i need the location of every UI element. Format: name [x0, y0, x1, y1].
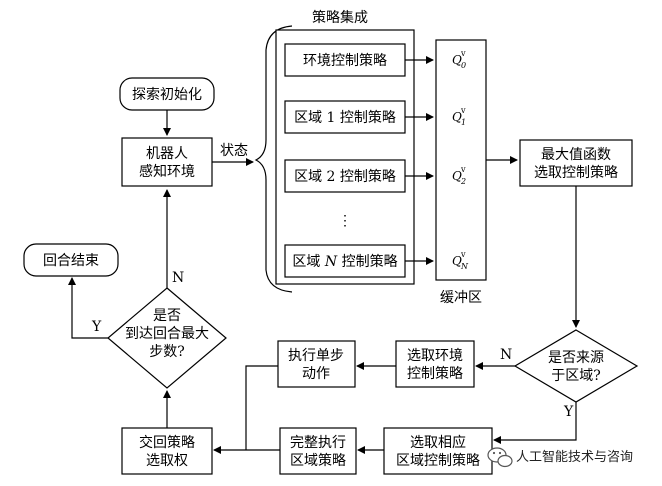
full-exec-box — [279, 427, 357, 475]
svg-text:Q: Q — [452, 254, 462, 268]
svg-text:N: N — [460, 262, 469, 271]
svg-text:2: 2 — [460, 177, 466, 186]
decision-reach-max-line-3: 步数? — [149, 344, 185, 360]
episode-end-label: 回合结束 — [43, 253, 99, 269]
svg-text:Q: Q — [452, 169, 462, 183]
buffer-label: 缓冲区 — [440, 290, 482, 306]
decision-from-region-line-2: 于区域? — [551, 368, 601, 384]
svg-text:1: 1 — [461, 118, 466, 127]
decision-from-region — [513, 329, 639, 403]
strategy-ellipsis: ⋮ — [338, 213, 352, 229]
select-env-line-1: 选取环境 — [407, 348, 463, 364]
q-label-0: Q v 0 — [452, 49, 466, 70]
return-control-box — [121, 427, 213, 475]
max-value-line-2: 选取控制策略 — [534, 164, 618, 181]
state-label: 状态 — [220, 143, 248, 159]
robot-sense-line-1: 机器人 — [146, 146, 188, 162]
strategy-group-brace — [254, 25, 293, 293]
no-label-region: N — [500, 347, 512, 363]
watermark: 人工智能技术与咨询 — [487, 447, 633, 468]
watermark-text: 人工智能技术与咨询 — [516, 450, 633, 465]
q-label-n: Q v N — [452, 250, 469, 271]
svg-text:v: v — [460, 165, 466, 174]
svg-text:Q: Q — [452, 110, 462, 124]
full-exec-line-1: 完整执行 — [290, 435, 346, 451]
svg-text:v: v — [460, 49, 466, 58]
buffer-box — [435, 39, 487, 281]
strategy-label-env: 环境控制策略 — [303, 52, 387, 69]
strategy-group-title: 策略集成 — [312, 9, 368, 26]
q-label-2: Q v 2 — [452, 165, 466, 186]
wechat-icon — [487, 447, 513, 468]
strategy-label-region-1: 区域 1 控制策略 — [294, 109, 396, 126]
strategy-label-region-n: 区域 N 控制策略 — [292, 253, 397, 270]
return-control-line-2: 选取权 — [146, 453, 188, 469]
strategy-box-region-1 — [284, 100, 406, 134]
decision-reach-max-line-1: 是否 — [153, 308, 181, 324]
select-region-line-1: 选取相应 — [410, 434, 466, 451]
q-label-1: Q v 1 — [452, 106, 466, 127]
single-step-box — [277, 340, 356, 388]
decision-from-region-line-1: 是否来源 — [548, 350, 604, 366]
arrow-reach-max-y-to-end — [68, 277, 108, 339]
max-value-line-1: 最大值函数 — [541, 147, 611, 163]
svg-text:0: 0 — [461, 61, 466, 70]
select-env-box — [395, 340, 475, 388]
svg-text:v: v — [460, 106, 466, 115]
strategy-label-region-2: 区域 2 控制策略 — [294, 168, 396, 185]
robot-sense-line-2: 感知环境 — [139, 163, 195, 180]
decision-reach-max-line-2: 到达回合最大 — [125, 326, 209, 342]
single-step-line-2: 动作 — [302, 366, 330, 382]
yes-label-region: Y — [563, 404, 574, 420]
svg-text:v: v — [460, 250, 466, 259]
single-step-line-1: 执行单步 — [288, 348, 344, 364]
episode-end-box — [23, 243, 119, 277]
robot-sense-box — [121, 137, 213, 187]
arrow-step-to-return — [245, 365, 278, 450]
svg-text:Q: Q — [452, 53, 462, 67]
max-value-box — [519, 139, 633, 187]
return-control-line-1: 交回策略 — [139, 434, 195, 451]
yes-label-reach: Y — [91, 319, 102, 335]
arrow-decision-y-to-select-region — [493, 402, 577, 444]
explore-init-label: 探索初始化 — [132, 86, 202, 103]
no-label-reach: N — [172, 270, 184, 286]
full-exec-line-2: 区域策略 — [290, 452, 346, 469]
strategy-box-env — [284, 43, 406, 77]
decision-reach-max — [107, 287, 227, 389]
select-env-line-2: 控制策略 — [407, 365, 463, 382]
select-region-line-2: 区域控制策略 — [396, 452, 480, 469]
